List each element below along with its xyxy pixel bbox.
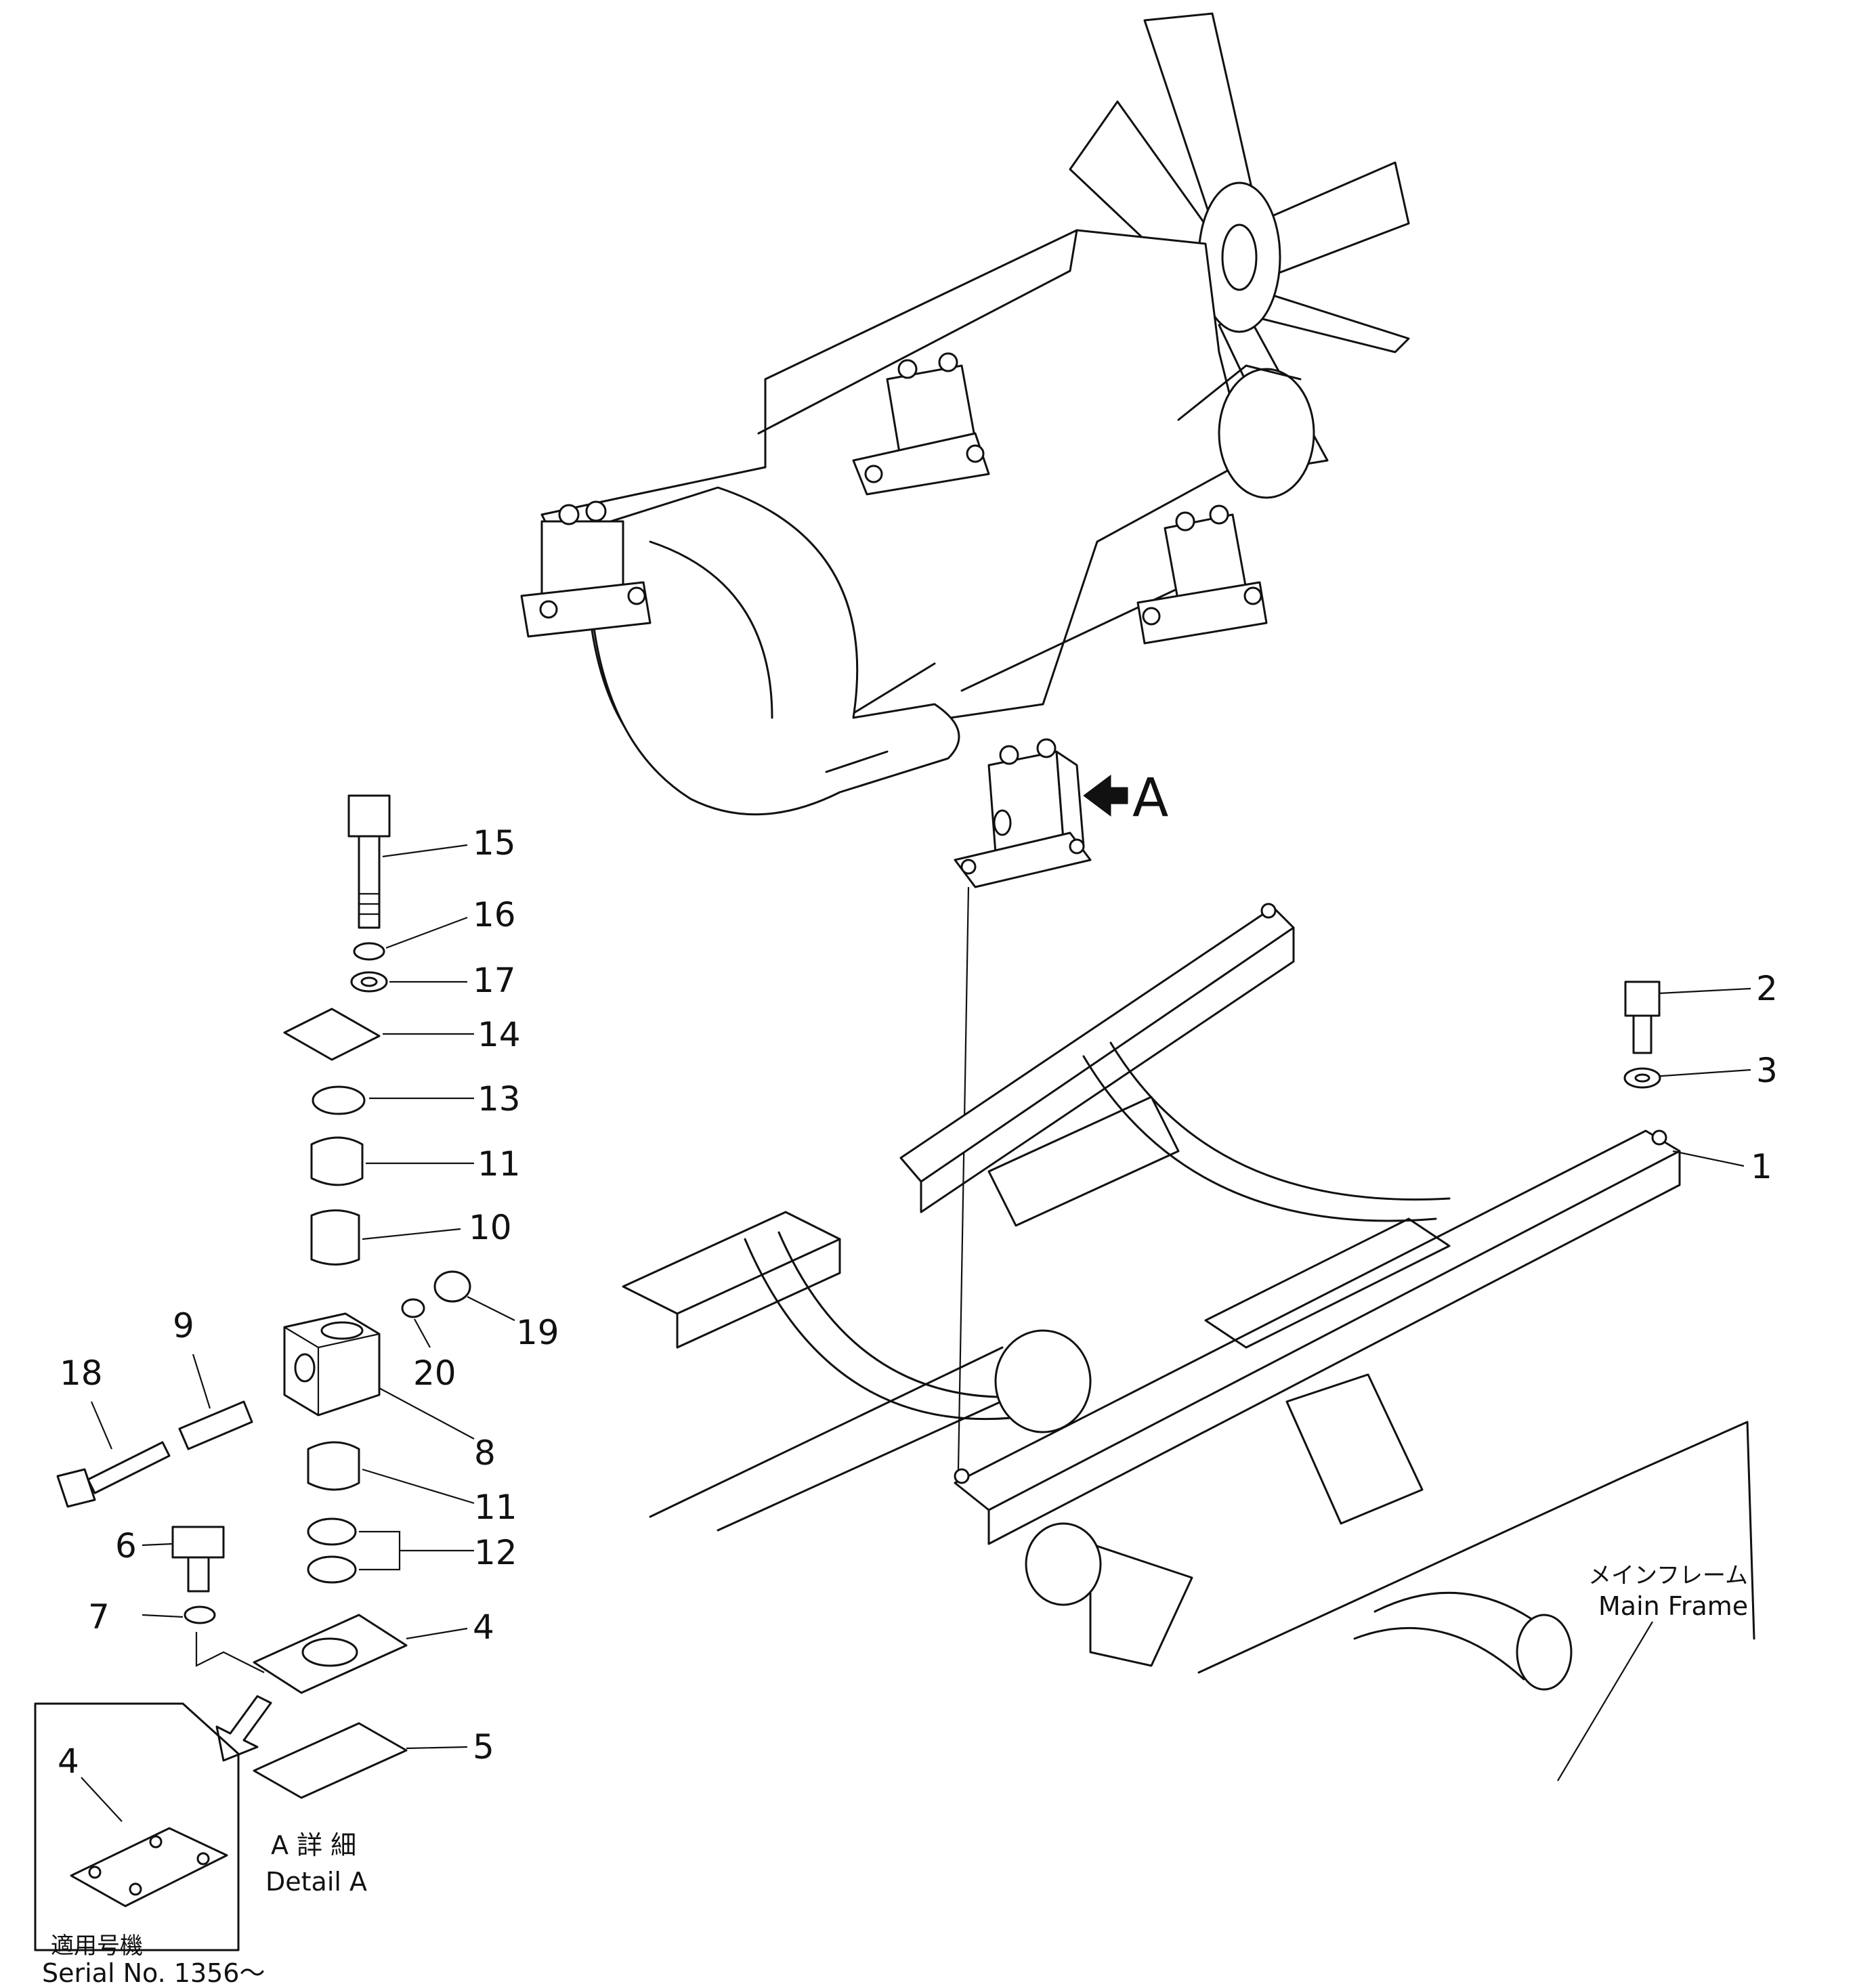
callout-18: 18 <box>60 1354 103 1393</box>
callout-4: 4 <box>473 1607 494 1647</box>
serial-label-en: Serial No. 1356～ <box>42 1958 265 1986</box>
serial-label-jp: 適用号機 <box>51 1933 143 1960</box>
callout-9: 9 <box>173 1306 194 1345</box>
part-3-washer <box>1623 1067 1661 1089</box>
callout-3: 3 <box>1756 1051 1778 1090</box>
part-4-mount-plate <box>253 1614 408 1694</box>
callout-1: 1 <box>1751 1147 1772 1186</box>
part-6-bolt <box>171 1526 225 1593</box>
engine-mount-front-left <box>520 500 652 638</box>
callout-10: 10 <box>469 1208 512 1247</box>
part-17-washer <box>350 971 388 993</box>
flywheel-housing <box>587 486 960 816</box>
part-20-washer <box>401 1298 425 1318</box>
callout-8: 8 <box>474 1433 496 1473</box>
callout-12: 12 <box>474 1533 517 1572</box>
leader-lines <box>81 844 1751 1822</box>
callout-19: 19 <box>516 1313 559 1352</box>
part-16-lock-washer <box>353 942 385 961</box>
engine-mount-top <box>852 352 990 496</box>
part-5-plate <box>253 1722 408 1799</box>
engine-mount-front-right <box>1136 504 1268 645</box>
part-11-cushion-upper <box>310 1136 364 1186</box>
callout-13: 13 <box>477 1079 521 1119</box>
part-15-bolt <box>347 794 391 929</box>
part-13-o-ring <box>312 1085 366 1115</box>
view-a-arrow <box>1083 775 1128 817</box>
part-12-o-ring-b <box>307 1555 357 1584</box>
detail-arrow <box>215 1695 272 1762</box>
callout-2: 2 <box>1756 969 1778 1008</box>
callout-17: 17 <box>473 961 516 1000</box>
callout-11-upper: 11 <box>477 1144 521 1184</box>
callout-16: 16 <box>473 895 516 934</box>
part-18-bolt <box>56 1441 171 1508</box>
detail-a-label-jp: A 詳 細 <box>271 1830 356 1860</box>
callout-7: 7 <box>88 1597 110 1637</box>
main-frame-label-en: Main Frame <box>1598 1591 1748 1621</box>
detail-a-label-en: Detail A <box>265 1867 367 1897</box>
main-frame-label-jp: メインフレーム <box>1588 1562 1748 1589</box>
detail-a-inset <box>34 1702 240 1951</box>
part-8-mount-block <box>283 1312 381 1417</box>
part-11-cushion-lower <box>307 1441 360 1491</box>
part-12-o-ring-a <box>307 1517 357 1546</box>
engine-mount-bracket <box>954 738 1092 888</box>
callout-5: 5 <box>473 1727 494 1767</box>
callout-15: 15 <box>473 823 516 863</box>
callout-6: 6 <box>115 1526 137 1566</box>
part-2-bolt <box>1624 980 1661 1054</box>
part-19-nut <box>433 1270 471 1303</box>
part-14-plate <box>283 1008 381 1061</box>
engine-assembly <box>520 12 1410 816</box>
callout-11-lower: 11 <box>474 1488 517 1527</box>
view-marker-a: A <box>1132 768 1168 829</box>
callout-20: 20 <box>413 1354 456 1393</box>
part-9-stud <box>178 1400 253 1450</box>
part-7-lock-washer <box>184 1605 216 1624</box>
callout-detail-4: 4 <box>58 1742 79 1781</box>
part-10-sleeve <box>310 1209 360 1266</box>
cooling-fan <box>1069 12 1410 469</box>
detail-bracket-line <box>195 1632 265 1673</box>
callouts: 15 16 17 14 13 11 10 19 20 9 18 8 11 12 … <box>58 823 1778 1781</box>
callout-14: 14 <box>477 1015 521 1054</box>
main-frame-drawing <box>622 903 1755 1691</box>
mount-alignment-line <box>957 886 970 1470</box>
